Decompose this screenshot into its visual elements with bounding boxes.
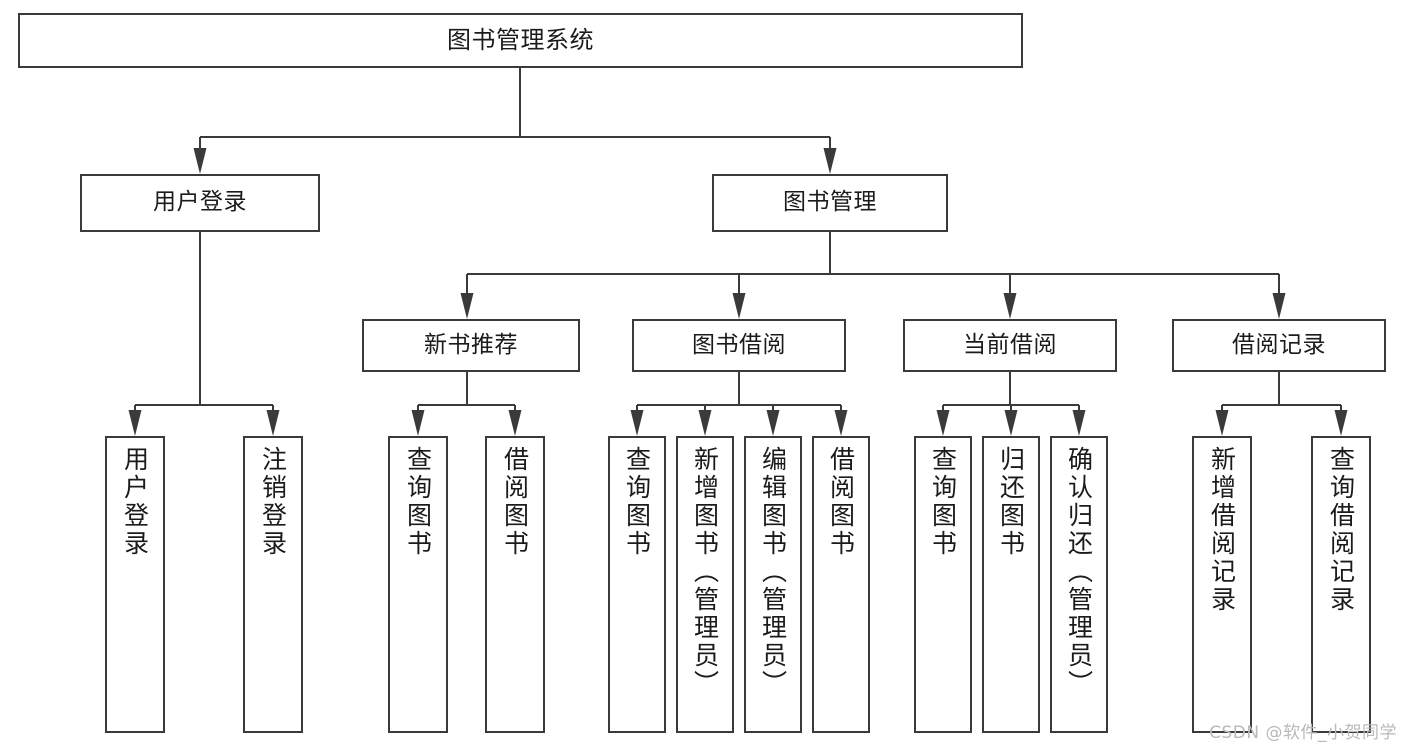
node-borrow-record[interactable]: 借阅记录 [1172,319,1386,372]
node-leaf-edit-book-admin-label: 编辑图书（管理员） [758,446,788,698]
l2-to-l3-arrow-3 [1272,293,1286,319]
node-user-login[interactable]: 用户登录 [80,174,320,232]
watermark-text: CSDN @软件_小贺同学 [1209,723,1397,743]
node-borrow-record-label: 借阅记录 [1232,331,1326,358]
node-leaf-query-book-borrow-label: 查询图书 [622,446,652,558]
node-leaf-borrow-book-new-label: 借阅图书 [500,446,530,558]
root-to-l2-arrow-1 [823,148,837,174]
node-current-borrow-label: 当前借阅 [963,331,1057,358]
node-new-book-recommend[interactable]: 新书推荐 [362,319,580,372]
node-leaf-query-book-current-label: 查询图书 [928,446,958,558]
l2-to-l3-arrow-0 [460,293,474,319]
group-2-arrow-2 [766,410,780,436]
node-current-borrow[interactable]: 当前借阅 [903,319,1117,372]
node-leaf-borrow-book-borrow-label: 借阅图书 [826,446,856,558]
node-leaf-add-borrow-record-label: 新增借阅记录 [1207,446,1237,614]
group-0-arrow-0 [128,410,142,436]
l2-to-l3-arrow-2 [1003,293,1017,319]
group-1-arrow-0 [411,410,425,436]
group-3-arrow-1 [1004,410,1018,436]
node-leaf-return-book-label: 归还图书 [996,446,1026,558]
node-root[interactable]: 图书管理系统 [18,13,1023,68]
node-leaf-query-borrow-record-label: 查询借阅记录 [1326,446,1356,614]
group-3-arrow-0 [936,410,950,436]
node-leaf-logout-login-label: 注销登录 [258,446,288,558]
node-leaf-confirm-return-admin[interactable]: 确认归还（管理员） [1050,436,1108,733]
node-leaf-add-borrow-record[interactable]: 新增借阅记录 [1192,436,1252,733]
node-leaf-edit-book-admin[interactable]: 编辑图书（管理员） [744,436,802,733]
node-leaf-borrow-book-borrow[interactable]: 借阅图书 [812,436,870,733]
node-user-login-label: 用户登录 [153,189,247,216]
node-leaf-confirm-return-admin-label: 确认归还（管理员） [1064,446,1094,698]
node-leaf-user-login-label: 用户登录 [120,446,150,558]
node-book-borrow[interactable]: 图书借阅 [632,319,846,372]
group-0-arrow-1 [266,410,280,436]
node-leaf-user-login[interactable]: 用户登录 [105,436,165,733]
node-leaf-query-book-current[interactable]: 查询图书 [914,436,972,733]
group-1-arrow-1 [508,410,522,436]
group-4-arrow-0 [1215,410,1229,436]
group-3-arrow-2 [1072,410,1086,436]
l2-to-l3-arrow-1 [732,293,746,319]
group-2-arrow-3 [834,410,848,436]
node-book-borrow-label: 图书借阅 [692,331,786,358]
node-book-manage-label: 图书管理 [783,189,877,216]
node-leaf-query-book-borrow[interactable]: 查询图书 [608,436,666,733]
node-leaf-add-book-admin-label: 新增图书（管理员） [690,446,720,698]
group-2-arrow-1 [698,410,712,436]
node-new-book-recommend-label: 新书推荐 [424,331,518,358]
group-4-arrow-1 [1334,410,1348,436]
root-to-l2-arrow-0 [193,148,207,174]
node-leaf-add-book-admin[interactable]: 新增图书（管理员） [676,436,734,733]
node-leaf-query-book-new[interactable]: 查询图书 [388,436,448,733]
node-leaf-return-book[interactable]: 归还图书 [982,436,1040,733]
node-book-manage[interactable]: 图书管理 [712,174,948,232]
node-leaf-query-book-new-label: 查询图书 [403,446,433,558]
node-leaf-logout-login[interactable]: 注销登录 [243,436,303,733]
node-leaf-borrow-book-new[interactable]: 借阅图书 [485,436,545,733]
node-leaf-query-borrow-record[interactable]: 查询借阅记录 [1311,436,1371,733]
node-root-label: 图书管理系统 [447,26,594,55]
group-2-arrow-0 [630,410,644,436]
